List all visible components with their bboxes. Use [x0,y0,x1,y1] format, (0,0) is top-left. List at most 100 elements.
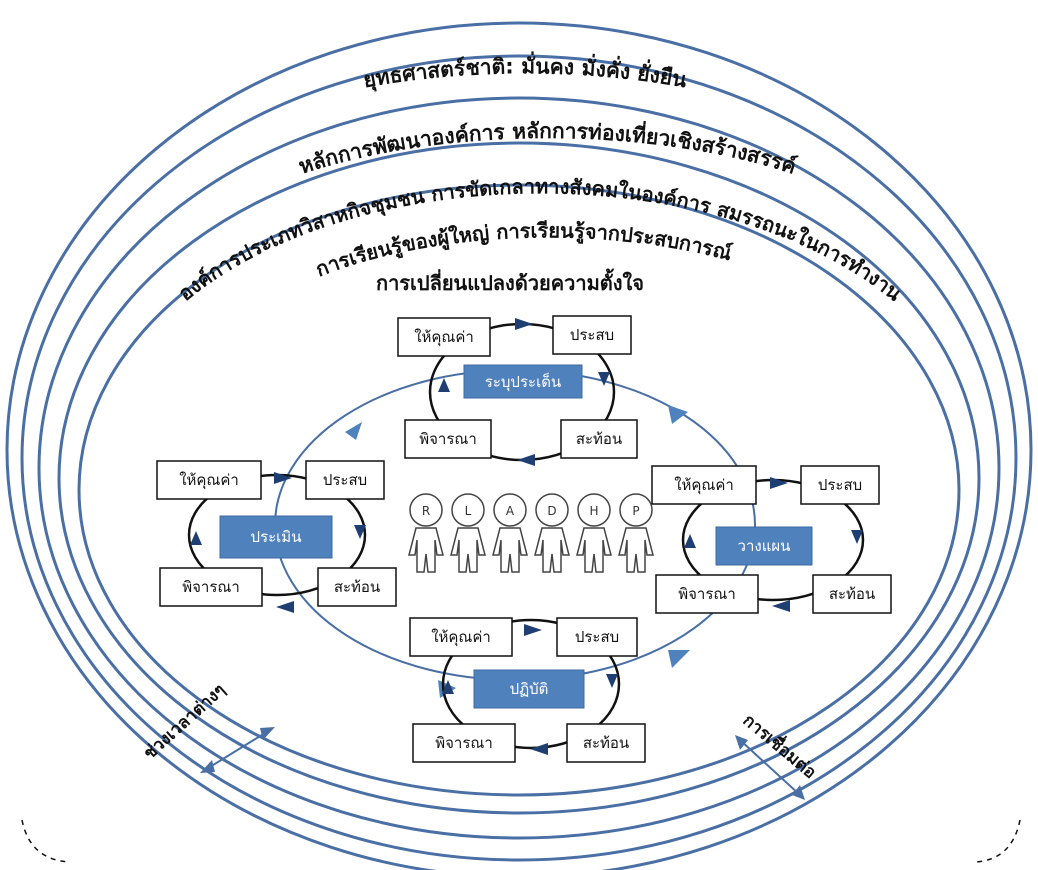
loop-arrow-icon [517,454,535,466]
loop-arrow-icon [770,477,788,489]
step-value-label: ให้คุณค่า [179,471,239,490]
orbit-arrow-icon [668,650,690,668]
loop-arrow-icon [598,372,610,386]
core-box [219,515,333,559]
step-box [560,419,638,459]
cycle-right: ให้คุณค่า ประสบ สะท้อน พิจารณา วางแผน [651,465,892,614]
step-experience-label: ประสบ [818,476,862,494]
person-body [534,527,570,573]
concentric-rings [5,21,1033,870]
loop-arrow-icon [851,530,863,544]
step-reflect-label: สะท้อน [334,578,380,596]
step-reflect-label: สะท้อน [576,430,622,448]
step-consider-label: พิจารณา [182,578,240,596]
step-box [651,465,757,505]
step-box [412,723,516,763]
ring-5 [77,183,961,797]
person-letter: H [589,504,598,518]
person-letter: L [465,504,472,518]
double-arrow-icon [735,735,748,750]
step-value-label: ให้คุณค่า [674,476,734,495]
core-label-identify: ระบุประเด็น [485,372,561,392]
ring-label-1: ยุทธศาสตร์ชาติ: มั่นคง มั่งคั่ง ยั่งยืน [361,50,689,94]
core-box [463,364,583,399]
ring-outer [5,21,1033,870]
person-body [408,527,444,573]
cycle-top: ให้คุณค่า ประสบ สะท้อน พิจารณา ระบุประเด… [397,315,638,466]
loop-arrow-icon [524,624,542,636]
person-letter: P [632,504,639,518]
ring-label-2: หลักการพัฒนาองค์การ หลักการท่องเที่ยวเชิ… [296,119,799,179]
ring-2 [20,54,1018,862]
step-box [812,574,892,614]
step-box [305,460,385,500]
person-head [493,493,527,527]
loop-arrow-icon [684,534,696,548]
person-figure: P [618,493,654,573]
person-figure: L [450,493,486,573]
person-body [492,527,528,573]
core-label-plan: วางแผน [738,537,791,555]
loop-arrow-icon [354,525,366,539]
step-consider-label: พิจารณา [435,734,493,752]
person-head [451,493,485,527]
step-box [552,315,632,355]
core-label-practice: ปฏิบัติ [510,680,549,698]
person-body [450,527,486,573]
double-arrow-icon [200,760,215,773]
step-box [655,574,759,614]
person-body [576,527,612,573]
person-letter: R [422,504,430,518]
step-box [409,617,513,657]
step-box [397,317,491,357]
step-consider-label: พิจารณา [678,585,736,603]
orbit-arrow-icon [668,405,688,424]
step-value-label: ให้คุณค่า [431,628,491,647]
loop-arrow-icon [772,600,790,612]
step-experience-label: ประสบ [575,628,619,646]
side-label-time-periods: ช่วงเวลาต่างๆ [140,680,230,764]
loop-arrow-icon [606,674,618,688]
person-body [618,527,654,573]
step-reflect-label: สะท้อน [829,585,875,603]
cycle-bottom: ให้คุณค่า ประสบ สะท้อน พิจารณา ปฏิบัติ [409,617,646,763]
person-head [409,493,443,527]
step-box [156,460,262,500]
step-box [566,723,646,763]
person-figure: R [408,493,444,573]
person-letter: A [506,504,515,518]
core-box [473,669,585,709]
step-experience-label: ประสบ [570,326,614,344]
ring-3 [37,96,1001,840]
person-figure: A [492,493,528,573]
loop-arrow-icon [530,743,548,755]
step-box [556,617,638,657]
step-box [800,465,880,505]
person-head [619,493,653,527]
loop-arrow-icon [515,318,533,330]
person-head [535,493,569,527]
loop-arrow-icon [276,601,294,613]
time-periods-annotation: ช่วงเวลาต่างๆ [140,680,275,773]
person-head [577,493,611,527]
cycle-bottom-loop [441,618,621,750]
person-letter: D [547,504,556,518]
double-arrow-icon [792,785,805,800]
loop-arrow-icon [274,472,292,484]
cycle-left: ให้คุณค่า ประสบ สะท้อน พิจารณา ประเมิน [156,460,397,613]
dashed-left-arc [21,819,71,863]
ring-4 [57,141,981,815]
person-figure: H [576,493,612,573]
step-box [159,567,263,607]
ring-label-4b: การเปลี่ยนแปลงด้วยความตั้งใจ [376,268,644,295]
loop-arrow-icon [190,531,202,545]
dashed-right-arc [974,819,1021,863]
person-figure: D [534,493,570,573]
step-value-label: ให้คุณค่า [414,328,474,347]
step-box [317,567,397,607]
loop-arrow-icon [438,378,450,392]
double-arrow-icon [260,727,275,740]
loop-arrow-icon [442,680,454,694]
